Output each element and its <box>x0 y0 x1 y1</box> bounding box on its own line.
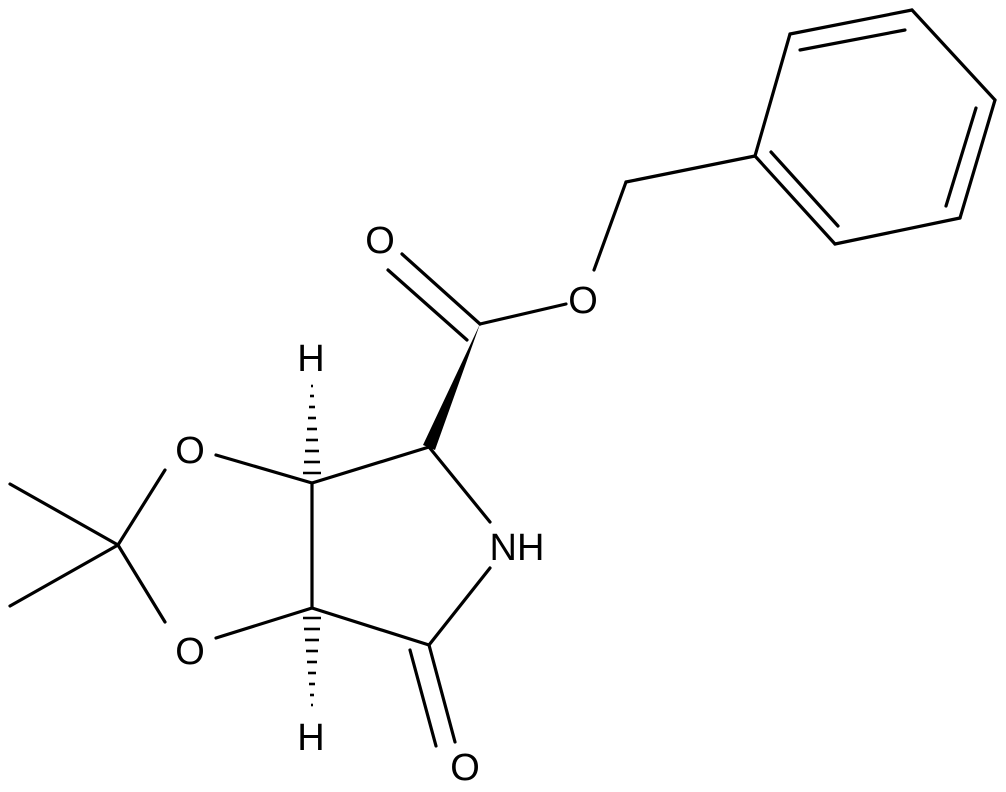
bond <box>833 216 962 246</box>
bond <box>310 445 431 485</box>
bond <box>788 8 914 36</box>
amide-nitrogen: NH <box>490 527 545 569</box>
bond <box>116 543 167 624</box>
bond <box>624 154 757 184</box>
bond <box>944 106 978 208</box>
bond <box>427 566 492 647</box>
bond <box>753 154 837 246</box>
bond <box>769 150 840 228</box>
bond <box>8 482 120 547</box>
hydrogen-upper: H <box>297 338 324 380</box>
ester-oxygen: O <box>568 280 598 322</box>
ring-oxygen-lower: O <box>175 631 205 673</box>
hydrogen-lower: H <box>297 717 324 759</box>
bond <box>753 32 792 158</box>
bond <box>798 28 907 52</box>
bond <box>214 453 314 485</box>
bond <box>8 543 120 608</box>
bond <box>958 98 997 220</box>
hashed-bond-lower <box>303 616 321 707</box>
wedge-bond <box>423 324 480 450</box>
ring-oxygen-upper: O <box>175 430 205 472</box>
amide-oxygen: O <box>450 747 480 789</box>
bond <box>214 606 314 640</box>
bond <box>386 268 469 342</box>
bond <box>592 180 628 272</box>
bond <box>427 643 457 744</box>
bond <box>310 606 431 647</box>
bond <box>400 252 482 326</box>
bond <box>478 302 568 326</box>
bond <box>116 468 167 547</box>
bond <box>408 648 438 748</box>
bond <box>910 8 997 102</box>
benzene-ring <box>753 8 997 246</box>
hashed-bond-upper <box>303 384 321 475</box>
carbonyl-oxygen-ester: O <box>365 220 395 262</box>
bond <box>427 445 492 524</box>
